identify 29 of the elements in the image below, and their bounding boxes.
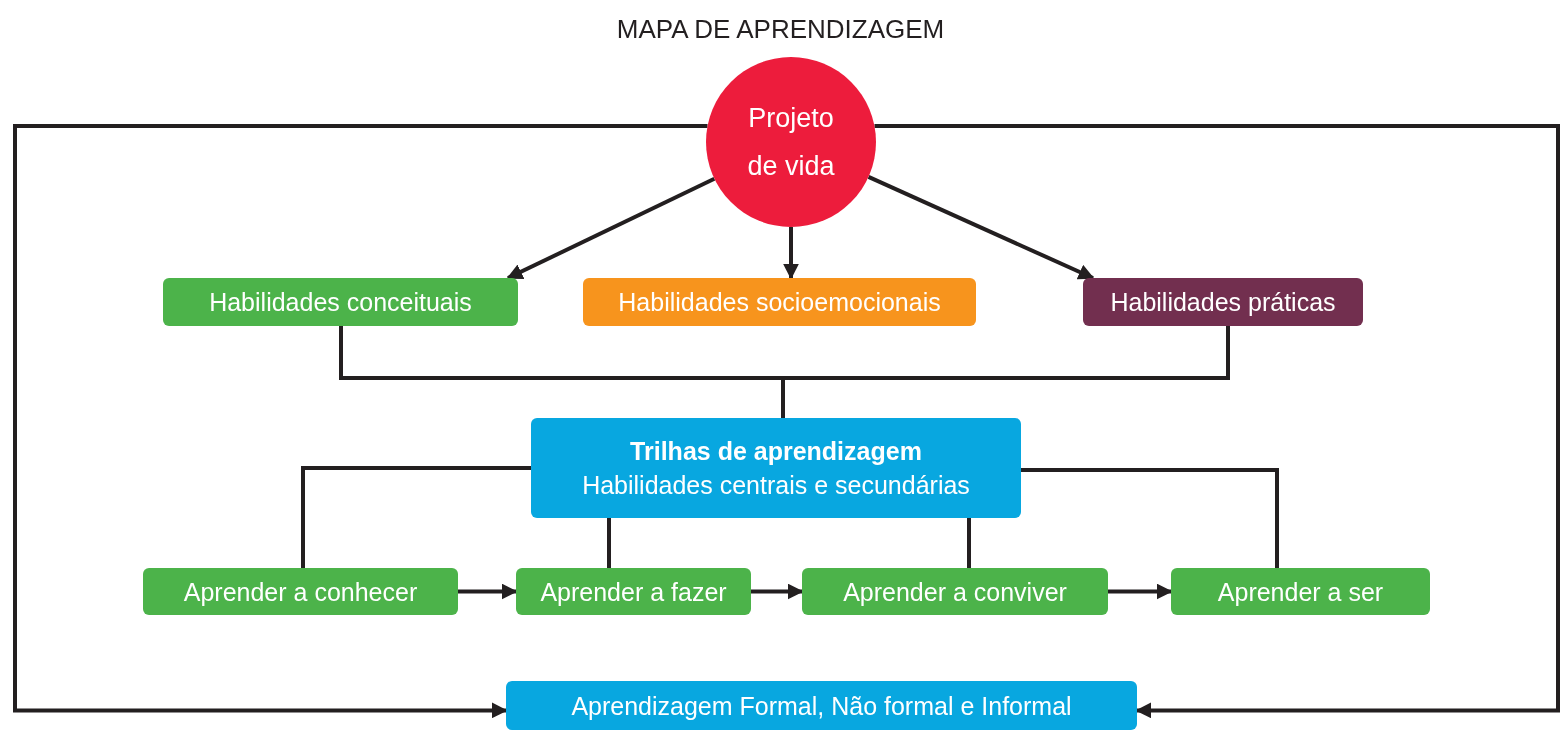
- skill-box: [143, 568, 458, 615]
- arrow: [874, 124, 1560, 719]
- arrow: [867, 175, 1095, 280]
- box-label: Habilidades centrais e secundárias: [582, 470, 970, 501]
- arrow: [783, 227, 799, 280]
- skill-box: [802, 568, 1108, 615]
- skill-box: [583, 278, 976, 326]
- diagram-title: MAPA DE APRENDIZAGEM: [615, 13, 946, 46]
- arrow: [506, 177, 716, 280]
- skill-box: [163, 278, 518, 326]
- box-label: Habilidades socioemocionais: [618, 287, 941, 318]
- box-label: Aprendizagem Formal, Não formal e Informal: [571, 690, 1072, 722]
- box-label: Aprender a fazer: [540, 576, 727, 608]
- arrow: [1108, 583, 1173, 600]
- box-label: Aprender a conviver: [843, 576, 1067, 608]
- box-label: Habilidades conceituais: [209, 287, 472, 318]
- skill-box: [516, 568, 751, 615]
- path-box: [506, 681, 1137, 730]
- path-box: [531, 418, 1021, 518]
- skill-box: [1083, 278, 1363, 326]
- arrow: [13, 124, 708, 719]
- box-label: Projeto de vida: [746, 102, 836, 183]
- box-label: Habilidades práticas: [1110, 287, 1336, 318]
- box-label: Aprender a ser: [1217, 576, 1384, 608]
- arrow: [751, 583, 804, 600]
- box-heading: Trilhas de aprendizagem: [630, 436, 922, 467]
- box-label: Aprender a conhecer: [183, 576, 418, 608]
- arrow: [458, 583, 518, 600]
- skill-box: [1171, 568, 1430, 615]
